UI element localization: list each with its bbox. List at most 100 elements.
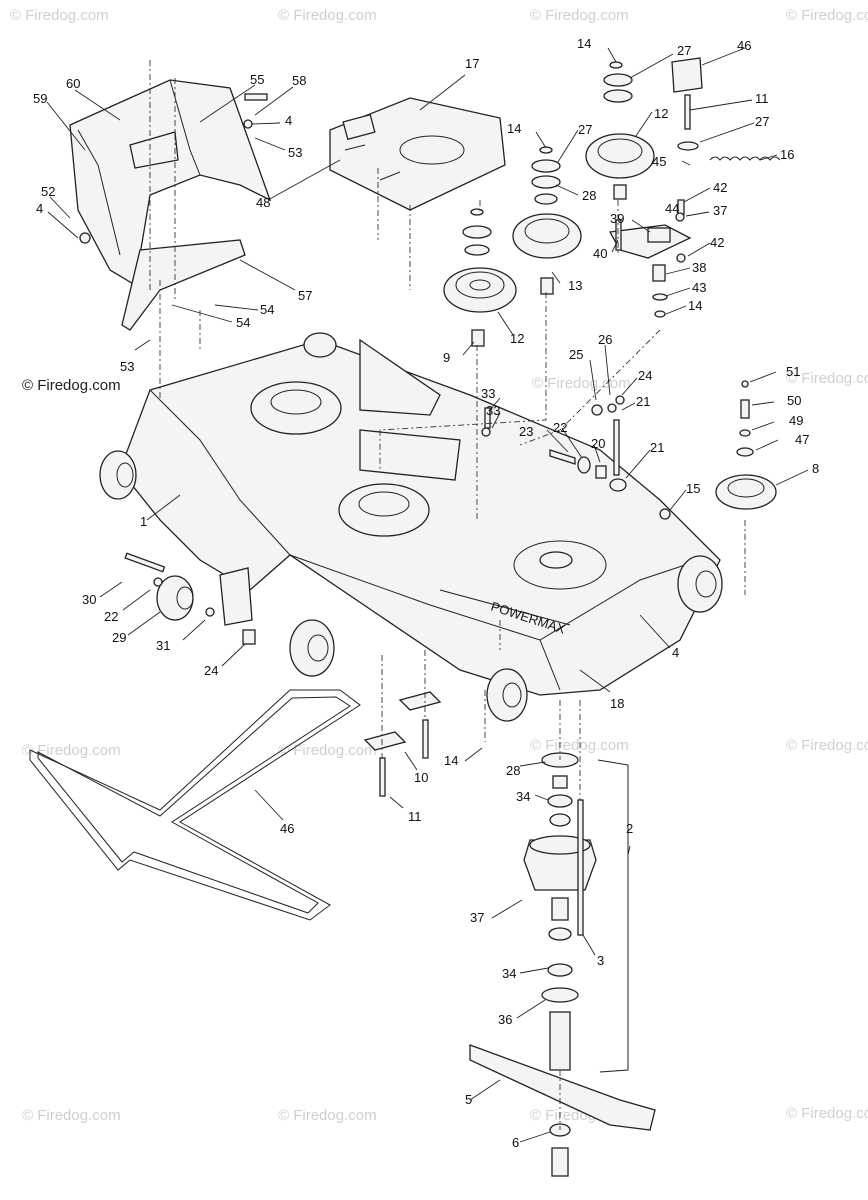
callout-label: 30 (82, 592, 96, 607)
blade-bolt (551, 1147, 569, 1177)
callout-label: 3 (597, 953, 604, 968)
deck-pulley-hardware (715, 380, 777, 510)
callout-label: 46 (280, 821, 294, 836)
callout-label: 37 (470, 910, 484, 925)
wheel (303, 332, 337, 358)
watermark: © Firedog.com (22, 377, 121, 394)
callout-label: 44 (665, 201, 679, 216)
callout-label: 33 (486, 403, 500, 418)
callout-label: 27 (677, 43, 691, 58)
callout-label: 54 (236, 315, 250, 330)
callout-label: 34 (502, 966, 516, 981)
callout-label: 2 (626, 821, 633, 836)
watermark: © Firedog.com (22, 1107, 121, 1124)
callout-label: 22 (553, 420, 567, 435)
callout-label: 14 (688, 298, 702, 313)
callout-label: 53 (120, 359, 134, 374)
mower-blade (469, 1044, 656, 1131)
callout-label: 9 (443, 350, 450, 365)
callout-label: 17 (465, 56, 479, 71)
watermark: © Firedog.com (786, 370, 868, 387)
callout-label: 36 (498, 1012, 512, 1027)
watermark: © Firedog.com (22, 742, 121, 759)
callout-label: 31 (156, 638, 170, 653)
chute-nut (243, 119, 253, 129)
mower-deck: POWERMAX (119, 338, 721, 696)
deck-hardware (124, 395, 671, 617)
callout-label: 33 (481, 386, 495, 401)
callout-label: 58 (292, 73, 306, 88)
callout-label: 6 (512, 1135, 519, 1150)
callout-label: 16 (780, 147, 794, 162)
callout-label: 60 (66, 76, 80, 91)
callout-label: 38 (692, 260, 706, 275)
deck-wheels (99, 332, 723, 722)
callout-label: 54 (260, 302, 274, 317)
callout-label: 42 (710, 235, 724, 250)
callout-label: 48 (256, 195, 270, 210)
pulley-stack-right (585, 57, 781, 318)
callout-label: 8 (812, 461, 819, 476)
watermark: © Firedog.com (278, 742, 377, 759)
callout-label: 4 (285, 113, 292, 128)
watermark: © Firedog.com (530, 737, 629, 754)
callout-label: 1 (140, 514, 147, 529)
warning-decal (342, 113, 376, 141)
spacer (652, 264, 666, 282)
nut (242, 629, 256, 645)
callout-label: 14 (507, 121, 521, 136)
callout-label: 39 (610, 211, 624, 226)
callout-label: 37 (713, 203, 727, 218)
idler-pulley (512, 213, 582, 259)
belt-inner (37, 696, 351, 914)
pulley (715, 474, 777, 510)
callout-label: 50 (787, 393, 801, 408)
deck-cover-assembly (329, 97, 506, 211)
wheel (289, 619, 335, 677)
callout-label: 45 (652, 154, 666, 169)
callout-label: 42 (713, 180, 727, 195)
wheel (486, 668, 528, 722)
wheel (99, 450, 137, 500)
watermark: © Firedog.com (532, 375, 631, 392)
callout-label: 28 (506, 763, 520, 778)
spacer (540, 277, 554, 295)
callout-label: 46 (737, 38, 751, 53)
chute-hinge-plate (129, 131, 179, 169)
watermark: © Firedog.com (786, 1105, 868, 1122)
spindle-assembly (469, 752, 656, 1177)
watermark-group: © Firedog.com © Firedog.com © Firedog.co… (10, 7, 868, 1124)
washer (677, 141, 699, 151)
callout-label: 49 (789, 413, 803, 428)
callout-label: 51 (786, 364, 800, 379)
watermark: © Firedog.com (530, 7, 629, 24)
callout-label: 52 (41, 184, 55, 199)
callout-label: 27 (755, 114, 769, 129)
callout-labels: 60 59 55 58 4 53 52 4 57 54 54 53 17 48 … (33, 36, 819, 1150)
wheel-bracket (219, 567, 253, 626)
bolt (615, 219, 622, 251)
callout-label: 21 (650, 440, 664, 455)
spindle-pulley (338, 483, 430, 537)
watermark: © Firedog.com (786, 7, 868, 24)
pulley-stack-left (443, 208, 517, 347)
callout-label: 14 (577, 36, 591, 51)
callout-label: 21 (636, 394, 650, 409)
deck-bracket (359, 338, 441, 416)
chute-bolt (79, 232, 91, 244)
watermark: © Firedog.com (278, 7, 377, 24)
callout-label: 18 (610, 696, 624, 711)
watermark: © Firedog.com (278, 1107, 377, 1124)
callout-label: 24 (638, 368, 652, 383)
callout-label: 29 (112, 630, 126, 645)
spacer (613, 184, 627, 200)
callout-label: 4 (672, 645, 679, 660)
pulley-stack-middle (512, 146, 582, 295)
wheel (677, 555, 723, 613)
callout-label: 28 (582, 188, 596, 203)
callout-label: 13 (568, 278, 582, 293)
callout-label: 5 (465, 1092, 472, 1107)
callout-label: 57 (298, 288, 312, 303)
